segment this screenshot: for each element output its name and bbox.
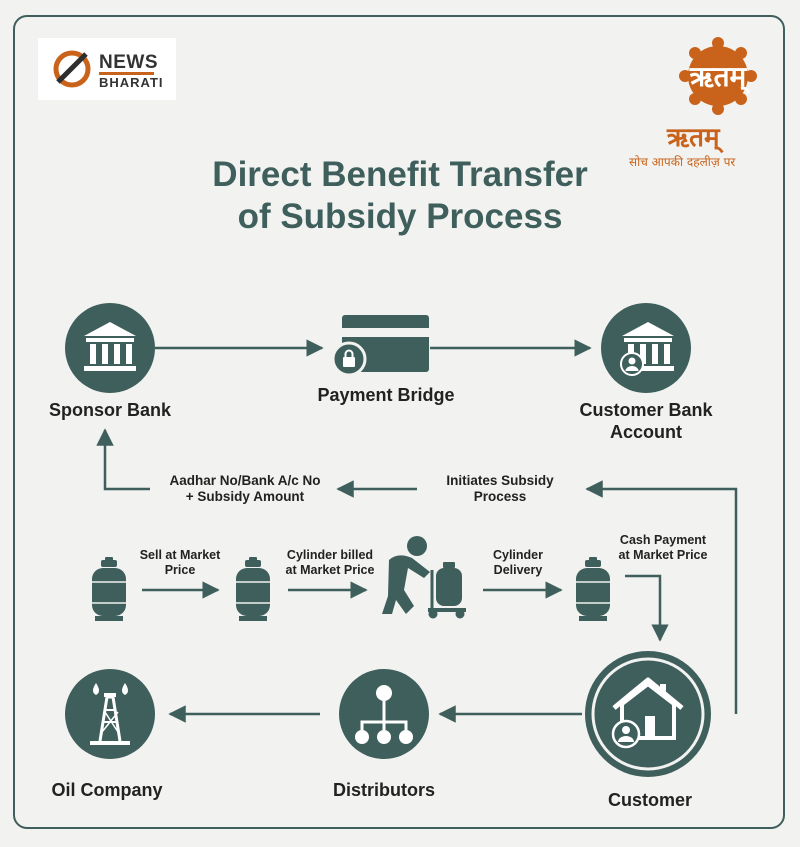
- title-line-1: Direct Benefit Transfer: [212, 155, 588, 194]
- home-user-icon: [611, 677, 684, 749]
- logo-divider: [99, 72, 154, 75]
- rtam-logo-name: ऋतम्: [667, 123, 720, 153]
- delivery-worker-icon: [382, 536, 466, 619]
- gas-cylinder-icon: [575, 556, 611, 622]
- initiates-label-line2: Process: [473, 489, 527, 504]
- logo-news-text: NEWS: [99, 52, 158, 73]
- bank-user-icon: [620, 322, 674, 376]
- oil-company-node: [65, 669, 155, 759]
- arrows: [96, 339, 738, 723]
- delivery-label-line2: Delivery: [493, 563, 543, 577]
- diagram-frame: [13, 15, 785, 829]
- cash-label-line1: Cash Payment: [619, 533, 707, 547]
- customer-label: Customer: [607, 790, 692, 810]
- news-bharati-logo-mark: [53, 50, 91, 88]
- arrow-aadhar-to-sponsor: [96, 428, 150, 491]
- distributors-label: Distributors: [332, 780, 435, 800]
- title-line-2: of Subsidy Process: [237, 197, 563, 236]
- sponsor-bank-label: Sponsor Bank: [48, 400, 172, 420]
- oil-rig-icon: [90, 683, 130, 745]
- billed-label-line1: Cylinder billed: [286, 548, 374, 562]
- network-icon: [355, 685, 413, 744]
- cash-label-line2: at Market Price: [618, 548, 708, 562]
- card-lock-icon: [331, 315, 429, 377]
- payment-bridge-label: Payment Bridge: [317, 385, 455, 405]
- sponsor-bank-node: [65, 303, 155, 393]
- rtam-logo-mark: ऋतम्: [679, 37, 757, 115]
- arrow-customer-to-initiates: [585, 480, 738, 714]
- payment-bridge-node: [331, 315, 429, 377]
- delivery-label-line1: Cylinder: [492, 548, 543, 562]
- bank-icon: [84, 322, 136, 371]
- initiates-label-line1: Initiates Subsidy: [446, 473, 554, 488]
- aadhar-label-line2: + Subsidy Amount: [185, 489, 305, 504]
- billed-label-line2: at Market Price: [285, 563, 375, 577]
- customer-bank-label-line1: Customer Bank: [579, 400, 713, 420]
- customer-node: [585, 651, 711, 777]
- arrow-cash-payment: [625, 574, 669, 642]
- rtam-logo-tagline: सोच आपकी दहलीज़ पर: [629, 155, 736, 169]
- sell-label-line1: Sell at Market: [139, 548, 221, 562]
- oil-company-label: Oil Company: [51, 780, 163, 800]
- customer-bank-label-line2: Account: [610, 422, 682, 442]
- news-bharati-logo: [38, 38, 176, 100]
- logo-bharati-text: BHARATI: [99, 75, 164, 90]
- aadhar-label-line1: Aadhar No/Bank A/c No: [169, 473, 321, 488]
- customer-bank-node: [601, 303, 691, 393]
- sell-label-line2: Price: [164, 563, 196, 577]
- rtam-logo-glyph: ऋतम्: [689, 60, 752, 94]
- distributors-node: [339, 669, 429, 759]
